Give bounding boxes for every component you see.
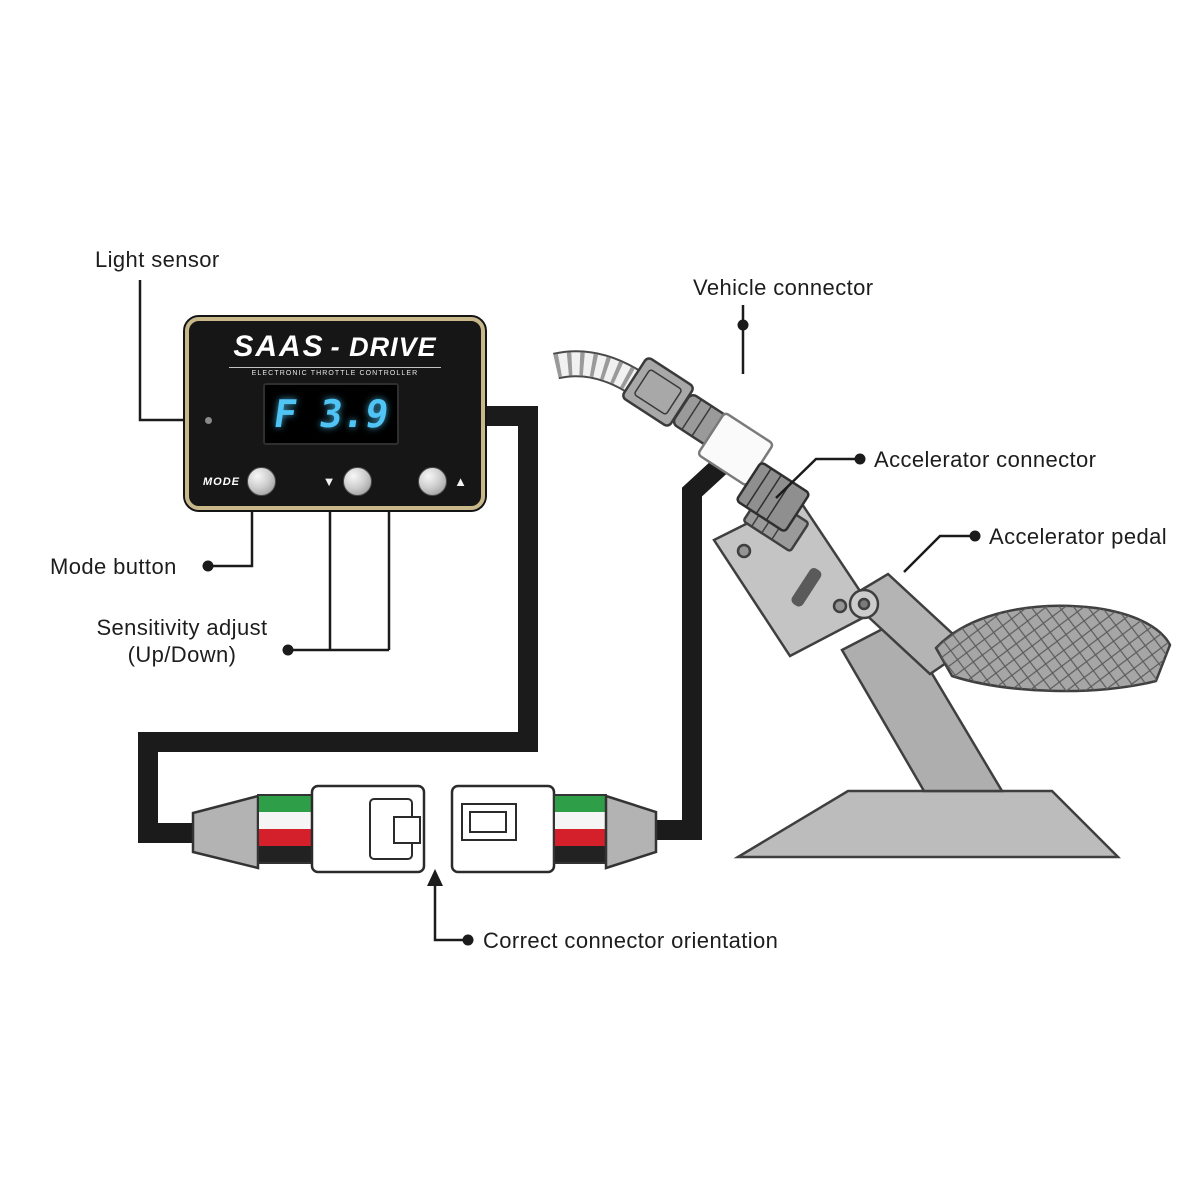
device-branding: SAAS- DRIVE ELECTRONIC THROTTLE CONTROLL… [189, 321, 481, 377]
accelerator-pedal-line [903, 534, 975, 573]
brand-logo-drive: - DRIVE [330, 332, 437, 362]
accelerator-connector-line [775, 457, 860, 499]
wiring-connectors [191, 784, 658, 874]
accelerator-pedal-assembly [712, 492, 1172, 859]
up-arrow-icon: ▲ [454, 474, 467, 489]
down-arrow-icon: ▼ [322, 474, 336, 489]
bracket-slot [791, 568, 822, 607]
label-mode-button: Mode button [50, 554, 177, 579]
right-connector-boot [604, 794, 658, 870]
display-value: F 3.9 [270, 392, 392, 436]
orientation-line [433, 880, 468, 942]
label-sensitivity-line1: Sensitivity adjust [96, 615, 268, 640]
accelerator-connector-plug [736, 462, 810, 532]
controller-cable [138, 406, 538, 843]
pedal-base [733, 789, 1122, 859]
label-accelerator-connector: Accelerator connector [874, 447, 1097, 472]
device-subtitle: ELECTRONIC THROTTLE CONTROLLER [251, 370, 419, 377]
device-controls: MODE ▼ ▲ [189, 467, 481, 496]
label-accelerator-pedal: Accelerator pedal [989, 524, 1168, 549]
left-connector-wires [257, 794, 313, 864]
right-connector-wires [553, 794, 607, 864]
mode-label: MODE [203, 475, 240, 488]
bracket-screw-bottom [832, 598, 848, 614]
label-connector-orientation: Correct connector orientation [483, 928, 779, 953]
mode-button [247, 467, 276, 496]
down-control-group: ▼ [323, 467, 372, 496]
label-sensitivity-line2: (Up/Down) [127, 642, 237, 667]
label-light-sensor: Light sensor [95, 247, 220, 272]
orientation-arrowhead [427, 869, 443, 886]
label-sensitivity-adjust: Sensitivity adjust (Up/Down) [84, 614, 280, 668]
pedal-cable [650, 438, 749, 840]
light-sensor-line [138, 280, 197, 422]
throttle-controller-device: SAAS- DRIVE ELECTRONIC THROTTLE CONTROLL… [183, 315, 487, 512]
pedal-hinge-pin [857, 597, 871, 611]
mode-button-line [208, 512, 254, 568]
sensitivity-up-button [418, 467, 448, 496]
bracket-screw-top [736, 543, 752, 559]
brand-logo-saas: SAAS [233, 330, 325, 363]
light-sensor-dot [205, 417, 212, 424]
pedal-pad-quilting [936, 605, 1170, 692]
callout-lines [138, 280, 981, 946]
up-control-group: ▲ [418, 467, 467, 496]
sensitivity-line [288, 512, 391, 652]
mode-control-group: MODE [203, 467, 276, 496]
right-connector-housing [450, 784, 556, 874]
label-vehicle-connector: Vehicle connector [693, 275, 874, 300]
led-display: F 3.9 [263, 383, 399, 445]
brand-divider [229, 367, 441, 368]
vehicle-connector-assembly [553, 350, 810, 532]
left-connector-boot [191, 794, 260, 870]
left-connector-housing [310, 784, 426, 874]
sensitivity-down-button [342, 467, 372, 496]
brand-wordmark: SAAS- DRIVE [189, 330, 481, 364]
pedal-lower-arm [840, 618, 1005, 793]
